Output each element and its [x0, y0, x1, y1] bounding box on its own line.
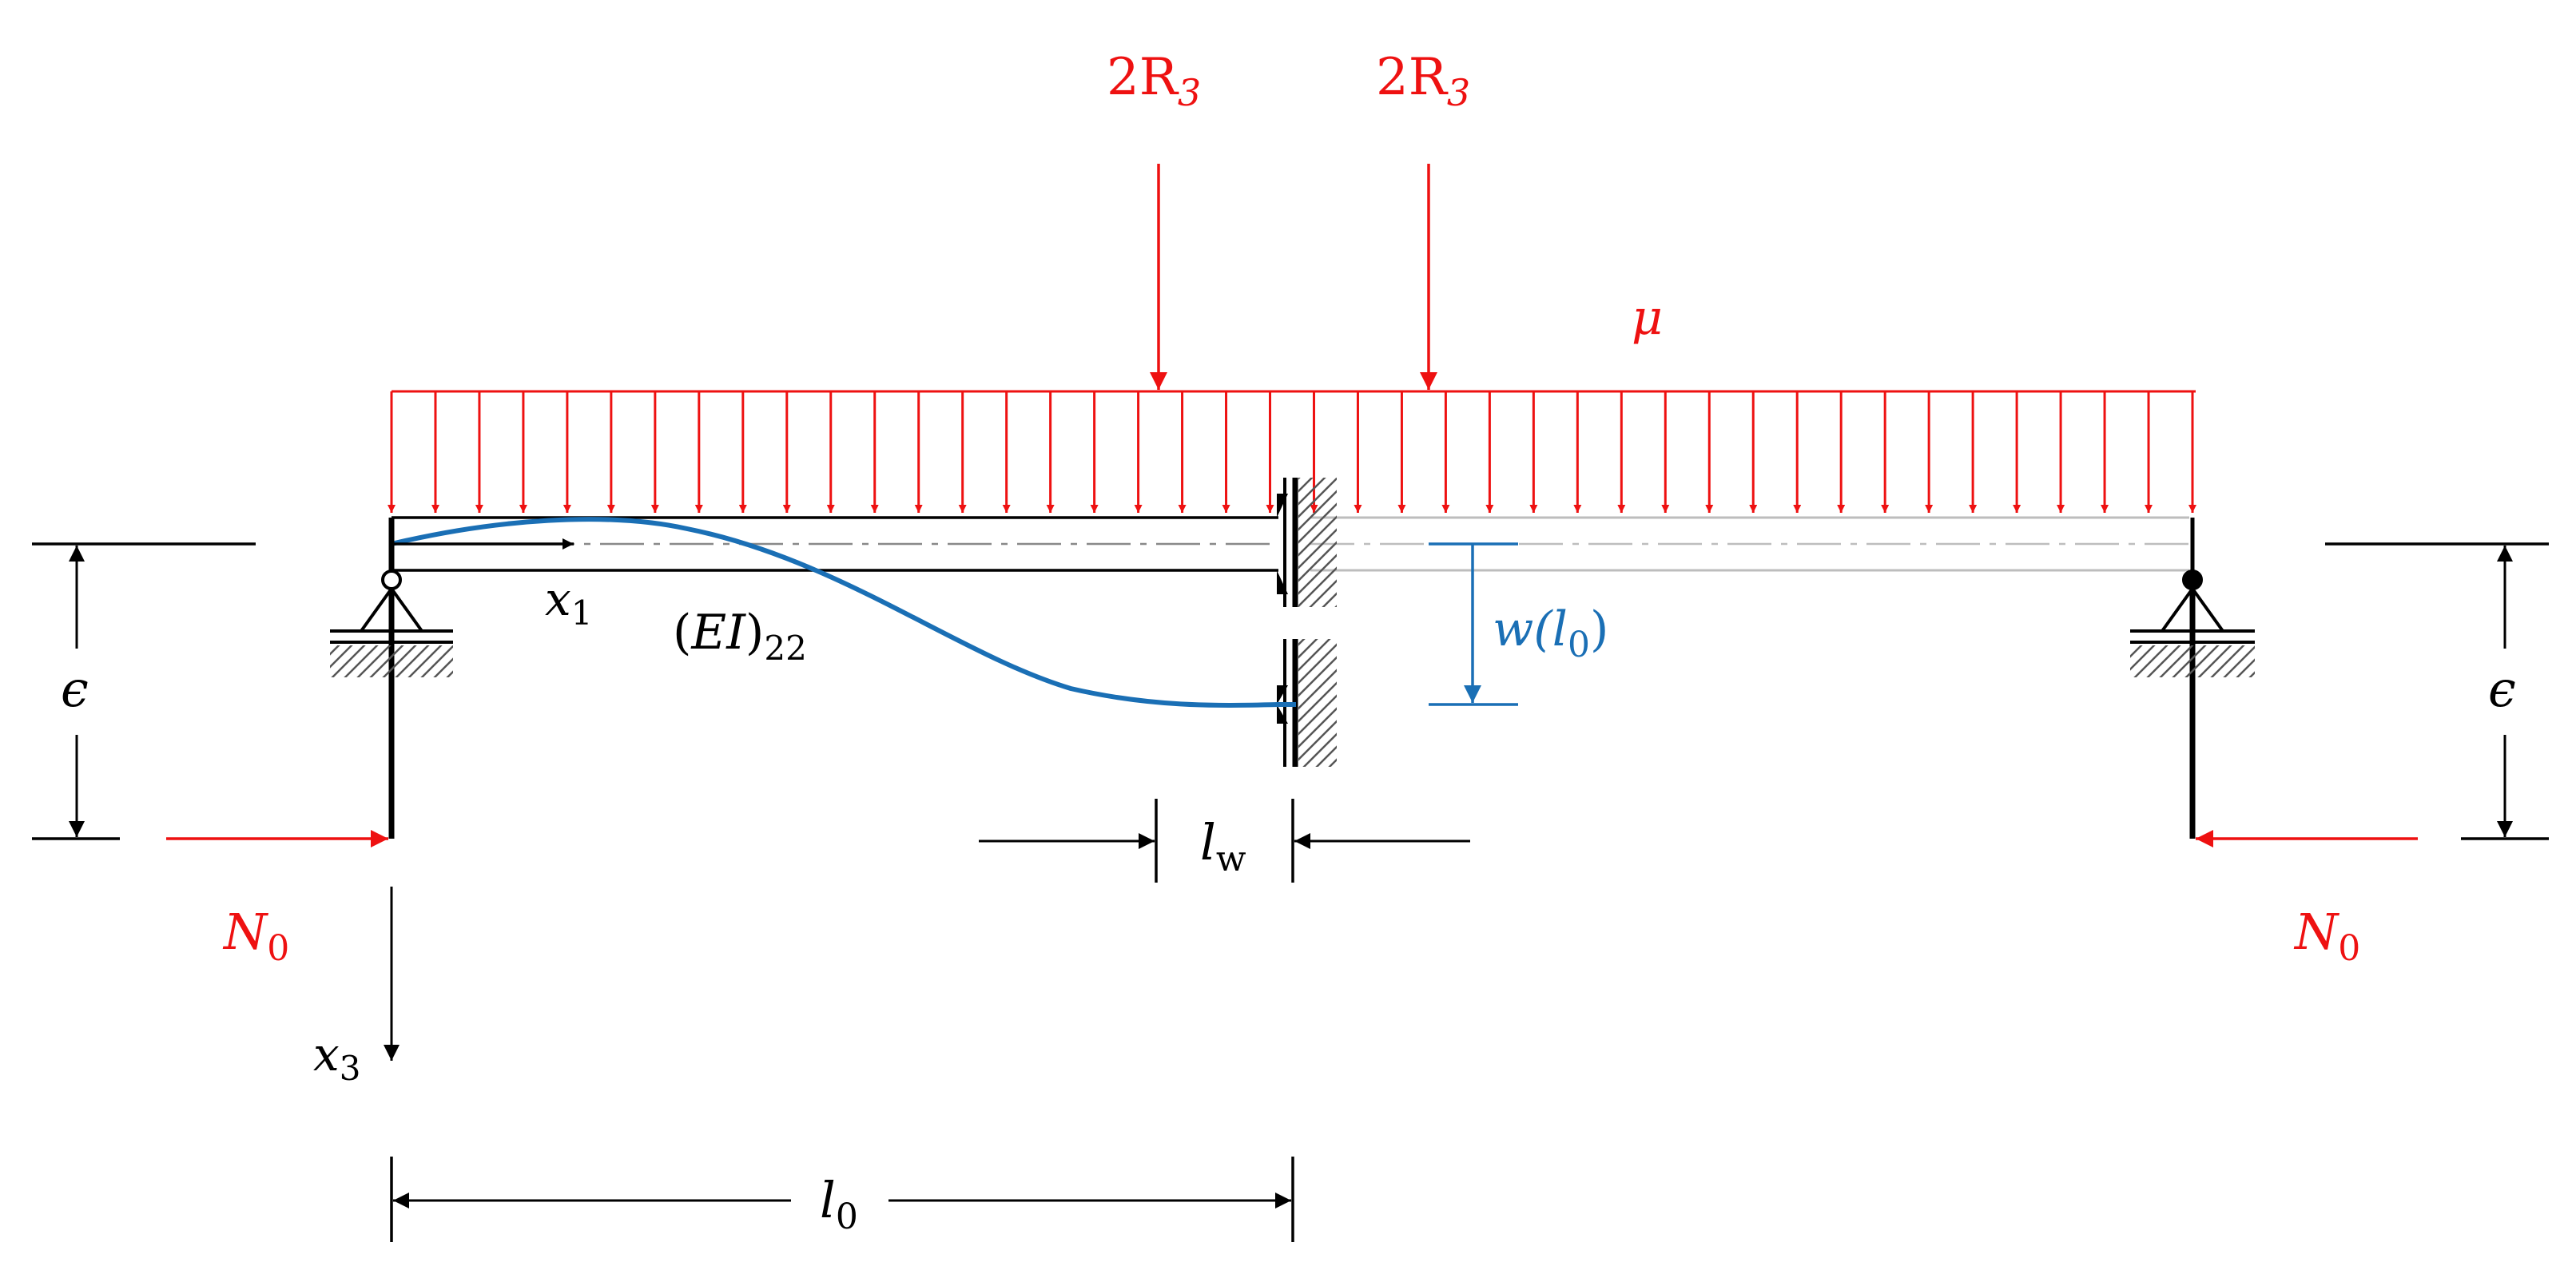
right-pin-support: [2130, 570, 2255, 839]
eccentricity-dimension-right: [2325, 542, 2549, 840]
left-pin-support: [330, 518, 453, 839]
axis-x1-label: x1: [545, 572, 592, 633]
deflection-label: w(l0): [1493, 601, 1608, 665]
force-label-right: 2R3: [1376, 48, 1470, 114]
span-length-label: l0: [820, 1171, 858, 1237]
axis-x3-label: x3: [313, 1027, 360, 1088]
deflection-dimension: [1429, 542, 1518, 706]
eccentricity-label-right: ϵ: [2488, 660, 2516, 718]
weld-length-label: lw: [1200, 813, 1246, 879]
force-label-left: 2R3: [1107, 48, 1201, 114]
deflection-curve: [391, 517, 1279, 708]
weld-length-dimension: [979, 799, 1470, 883]
distributed-load-label: μ: [1632, 290, 1663, 346]
stiffness-label: (EI)22: [673, 605, 807, 668]
axial-force-label-right: N0: [2293, 903, 2360, 969]
weld-upper: [1277, 478, 1337, 607]
eccentricity-dimension-left: [32, 542, 256, 840]
span-length-dimension: [390, 1157, 1294, 1242]
axial-force-label-left: N0: [222, 903, 289, 969]
distributed-load-arrows: [388, 391, 2196, 513]
eccentricity-label-left: ϵ: [61, 660, 89, 718]
